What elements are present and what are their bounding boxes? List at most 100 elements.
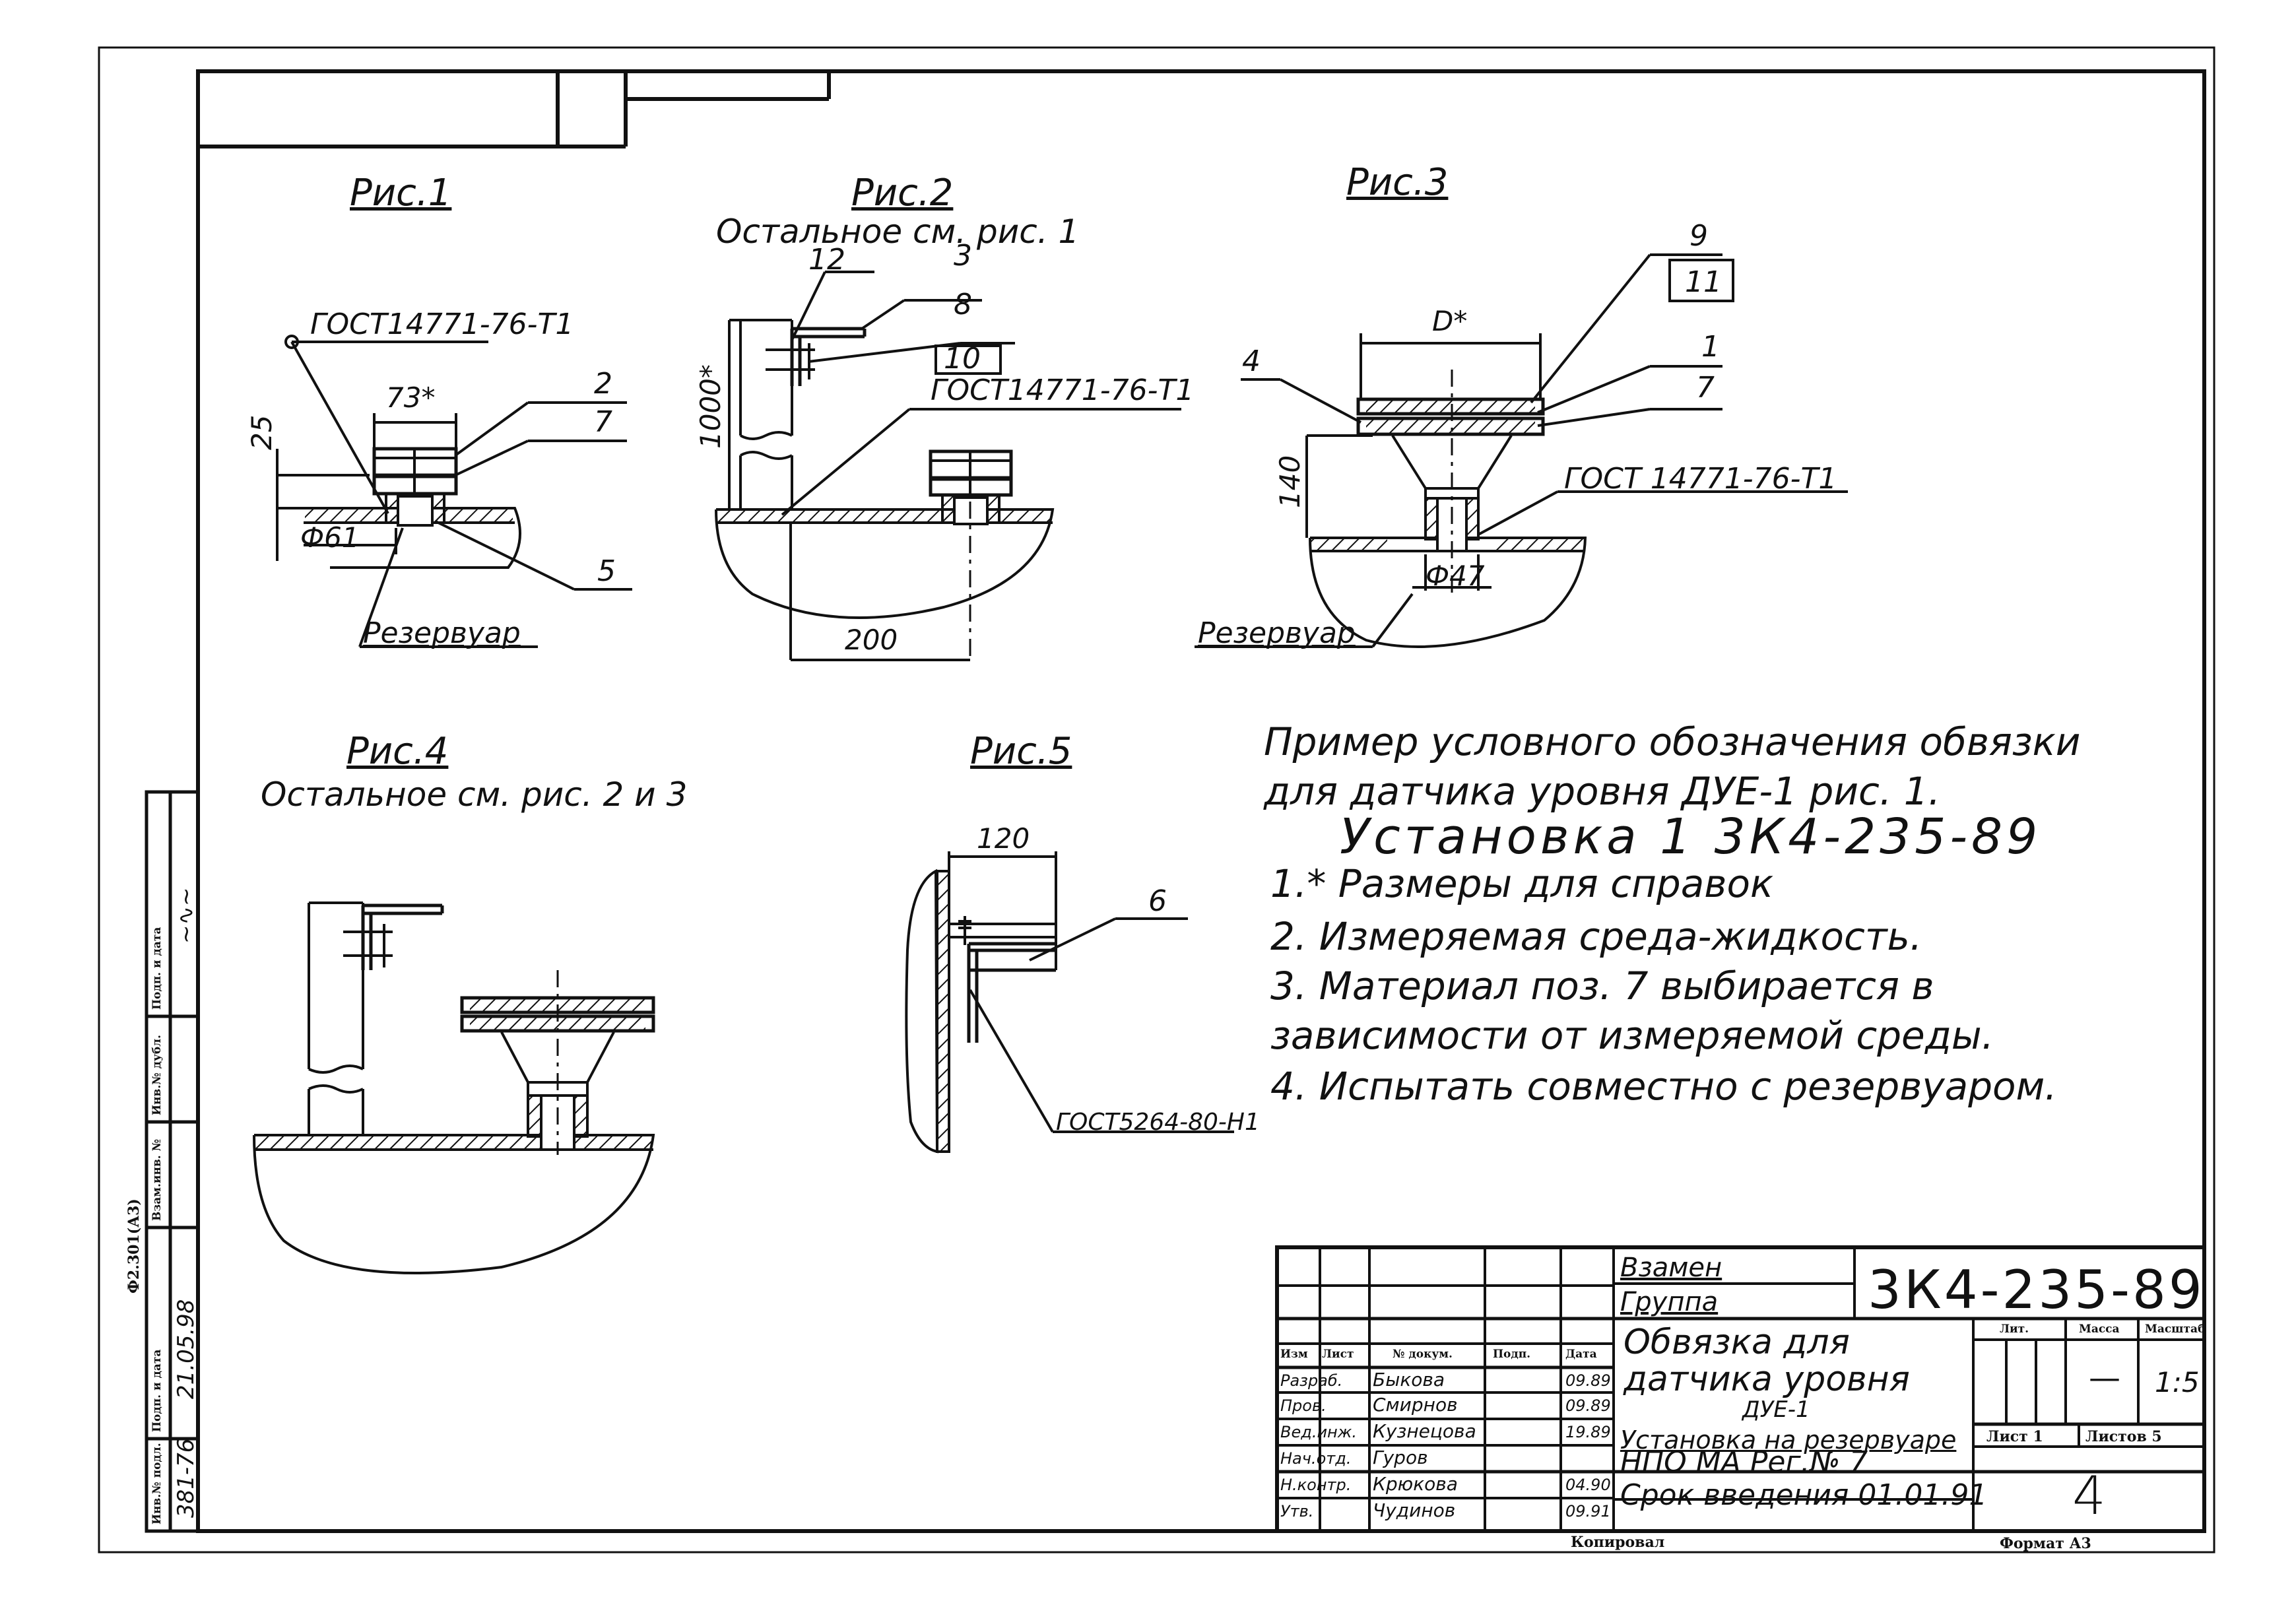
tb-staff-role: Нач.отд.: [1280, 1449, 1352, 1468]
tb-staff-date: 09.89: [1565, 1371, 1611, 1390]
fig3-diameter: Ф47: [1426, 560, 1485, 592]
tb-header-doc: № докум.: [1393, 1348, 1453, 1361]
tb-mass-value: —: [2089, 1359, 2120, 1396]
stamp-col-inv-dubl: Инв.№ дубл.: [150, 1034, 164, 1115]
fig2-gost-label: ГОСТ14771-76-Т1: [931, 374, 1195, 407]
fig3-gost-label: ГОСТ 14771-76-Т1: [1564, 462, 1837, 496]
fig3-pos-11: 11: [1685, 265, 1722, 299]
fig1-diameter: Ф61: [300, 521, 360, 554]
tb-format: Формат А3: [2000, 1535, 2091, 1552]
tb-header-podp: Подп.: [1493, 1348, 1531, 1361]
fig1-pos-2: 2: [594, 367, 612, 401]
tb-name-line1: Обвязка для: [1624, 1323, 1850, 1362]
tb-header-izm: Изм: [1280, 1348, 1308, 1361]
tb-staff-name: Крюкова: [1373, 1473, 1458, 1495]
fig2-pos-8: 8: [954, 288, 972, 321]
fig3-pos-9: 9: [1689, 219, 1708, 253]
stamp-date-value: 21.05.98: [173, 1299, 199, 1399]
stamp-col-inv-podl: Инв.№ подл.: [150, 1443, 164, 1524]
tb-sheet: Лист 1: [1986, 1428, 2043, 1445]
tb-staff-date: 09.89: [1565, 1396, 1611, 1415]
note-3b: зависимости от измеряемой среды.: [1270, 1013, 1994, 1058]
fig5-lines: [905, 851, 1234, 1154]
fig3-dim-height: 140: [1274, 455, 1306, 508]
note-2: 2. Измеряемая среда-жидкость.: [1270, 914, 1922, 959]
tb-copied: Копировал: [1571, 1534, 1665, 1551]
tb-valid-from: Срок введения 01.01.91: [1620, 1478, 1988, 1512]
fig2-pos-3: 3: [954, 239, 972, 273]
tb-vzamen: Взамен: [1620, 1253, 1722, 1283]
fig3-pos-1: 1: [1701, 330, 1720, 364]
tb-header-list: Лист: [1322, 1348, 1354, 1361]
fig1-gost-label: ГОСТ14771-76-Т1: [310, 308, 574, 341]
fig3-pos-7: 7: [1696, 371, 1715, 405]
note-3a: 3. Материал поз. 7 выбирается в: [1270, 964, 1934, 1008]
tb-scale-header: Масштаб: [2145, 1323, 2206, 1336]
fig4-lines: [253, 901, 655, 1274]
tb-mass-header: Масса: [2079, 1323, 2120, 1336]
tb-staff-date: 04.90: [1565, 1476, 1611, 1494]
fig3-pos-4: 4: [1242, 344, 1261, 378]
fig2-dim-width: 200: [845, 624, 898, 656]
fig2-pos-10: 10: [944, 342, 981, 376]
fig5-title: Рис.5: [970, 730, 1072, 773]
tb-name-line2: датчика уровня: [1624, 1359, 1910, 1399]
tb-header-data: Дата: [1565, 1348, 1597, 1361]
fig5-pos-6: 6: [1148, 884, 1167, 918]
tb-staff-name: Быкова: [1373, 1369, 1445, 1391]
tb-org: НПО МА Рег.№ 7: [1620, 1445, 1868, 1479]
note-4: 4. Испытать совместно с резервуаром.: [1270, 1064, 2057, 1109]
fig4-title: Рис.4: [346, 730, 449, 773]
fig2-subtitle: Остальное см. рис. 1: [716, 213, 1080, 251]
fig3-tank-label: Резервуар: [1198, 616, 1356, 650]
fig1-dim-width: 73*: [386, 381, 436, 414]
fig1-pos-7: 7: [594, 405, 612, 439]
fig1-lines: [276, 335, 632, 648]
fig3-title: Рис.3: [1346, 161, 1449, 204]
stamp-col-podp-data2: Подп. и дата: [150, 927, 164, 1010]
tb-org-number: 4: [2072, 1465, 2106, 1526]
note-example-line1: Пример условного обозначения обвязки: [1264, 719, 2081, 764]
fig1-title: Рис.1: [350, 172, 452, 214]
tb-staff-name: Гуров: [1373, 1447, 1428, 1468]
fig2-pos-12: 12: [808, 243, 845, 277]
fig2-lines: [715, 271, 1181, 661]
fig4-subtitle: Остальное см. рис. 2 и 3: [261, 775, 688, 814]
tb-staff-role: Утв.: [1280, 1502, 1314, 1521]
stamp-col-vzam-inv: Взам.инв. №: [150, 1138, 164, 1221]
tb-staff-name: Смирнов: [1373, 1394, 1458, 1416]
stamp-inv-value: 381-76: [173, 1438, 199, 1518]
tb-staff-date: 19.89: [1565, 1423, 1611, 1441]
title-block-lines: [1275, 1245, 2206, 1533]
outer-frame: [98, 46, 2215, 1554]
fig5-gost-label: ГОСТ5264-80-Н1: [1056, 1109, 1260, 1136]
stamp-signature-icon: ~∿~: [173, 887, 199, 944]
note-designation: Установка 1 3К4-235-89: [1340, 808, 2042, 865]
tb-scale-value: 1:5: [2155, 1366, 2200, 1398]
fig1-pos-5: 5: [597, 554, 616, 588]
tb-staff-name: Чудинов: [1373, 1499, 1456, 1521]
tb-name-line3: ДУЕ-1: [1742, 1396, 1810, 1423]
fig1-dim-height: 25: [246, 414, 278, 450]
tb-staff-role: Пров.: [1280, 1396, 1327, 1415]
tb-staff-date: 09.91: [1565, 1502, 1611, 1521]
tb-staff-role: Разраб.: [1280, 1371, 1343, 1390]
tb-name-line4: Установка на резервуаре: [1620, 1425, 1957, 1455]
stamp-format-code: Ф2.301(А3): [125, 1198, 143, 1294]
tb-sheets: Листов 5: [2085, 1428, 2162, 1445]
fig3-dim-d: D*: [1432, 305, 1468, 337]
stamp-col-podp-data: Подп. и дата: [150, 1349, 164, 1432]
tb-gruppa: Группа: [1620, 1287, 1719, 1317]
note-1: 1.* Размеры для справок: [1270, 861, 1773, 906]
tb-stage-header: Лит.: [2000, 1323, 2029, 1336]
fig2-title: Рис.2: [851, 172, 954, 214]
tb-staff-role: Вед.инж.: [1280, 1423, 1357, 1441]
tb-code: 3К4-235-89: [1868, 1259, 2205, 1321]
note-example-line2: для датчика уровня ДУЕ-1 рис. 1.: [1264, 769, 1941, 814]
tb-staff-role: Н.контр.: [1280, 1476, 1352, 1494]
fig1-tank-label: Резервуар: [363, 616, 521, 650]
tb-staff-name: Кузнецова: [1373, 1420, 1476, 1442]
fig2-dim-height: 1000*: [694, 364, 727, 449]
